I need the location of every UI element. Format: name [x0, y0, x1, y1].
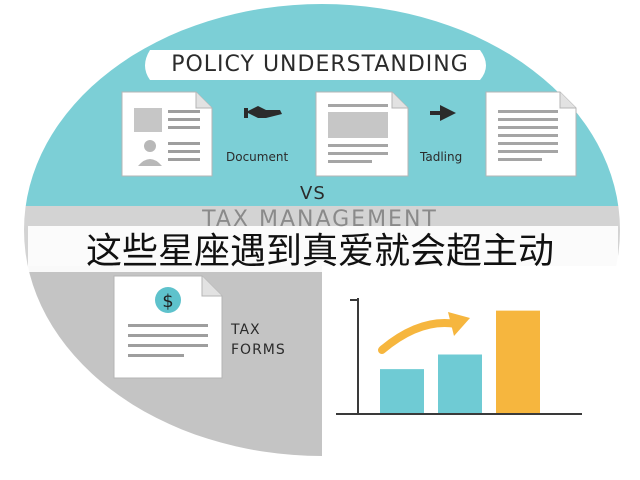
tadling-label: Tadling — [420, 150, 463, 164]
chart-bar-2 — [438, 354, 482, 413]
title-banner — [145, 50, 486, 80]
document-label: Document — [226, 150, 289, 164]
document-icon-profile — [121, 91, 213, 177]
document-icon-lines — [485, 91, 577, 177]
trend-arrow-shaft — [378, 319, 460, 354]
tax-forms-line2: FORMS — [231, 342, 286, 358]
dollar-badge-icon — [155, 287, 181, 313]
document-icon-text — [315, 91, 409, 177]
tax-forms-line1: TAX — [231, 322, 261, 338]
handshake-icon — [244, 106, 282, 118]
chart-bar-3 — [496, 310, 540, 413]
chart-bar-1 — [380, 369, 424, 413]
policy-understanding-title: POLICY UNDERSTANDING — [171, 52, 469, 77]
overlay-caption: 这些星座遇到真爱就会超主动 — [85, 231, 554, 272]
tax-management-title: TAX MANAGEMENT — [202, 207, 438, 232]
trend-arrow-head — [448, 312, 470, 336]
bar-chart — [336, 298, 582, 415]
tax-forms-label: TAX FORMS — [231, 320, 286, 360]
tax-form-document — [113, 275, 223, 379]
caption-band — [28, 226, 618, 272]
vs-label: VS — [300, 183, 326, 204]
arrow-right-icon — [430, 105, 456, 121]
dollar-symbol: $ — [162, 291, 173, 312]
